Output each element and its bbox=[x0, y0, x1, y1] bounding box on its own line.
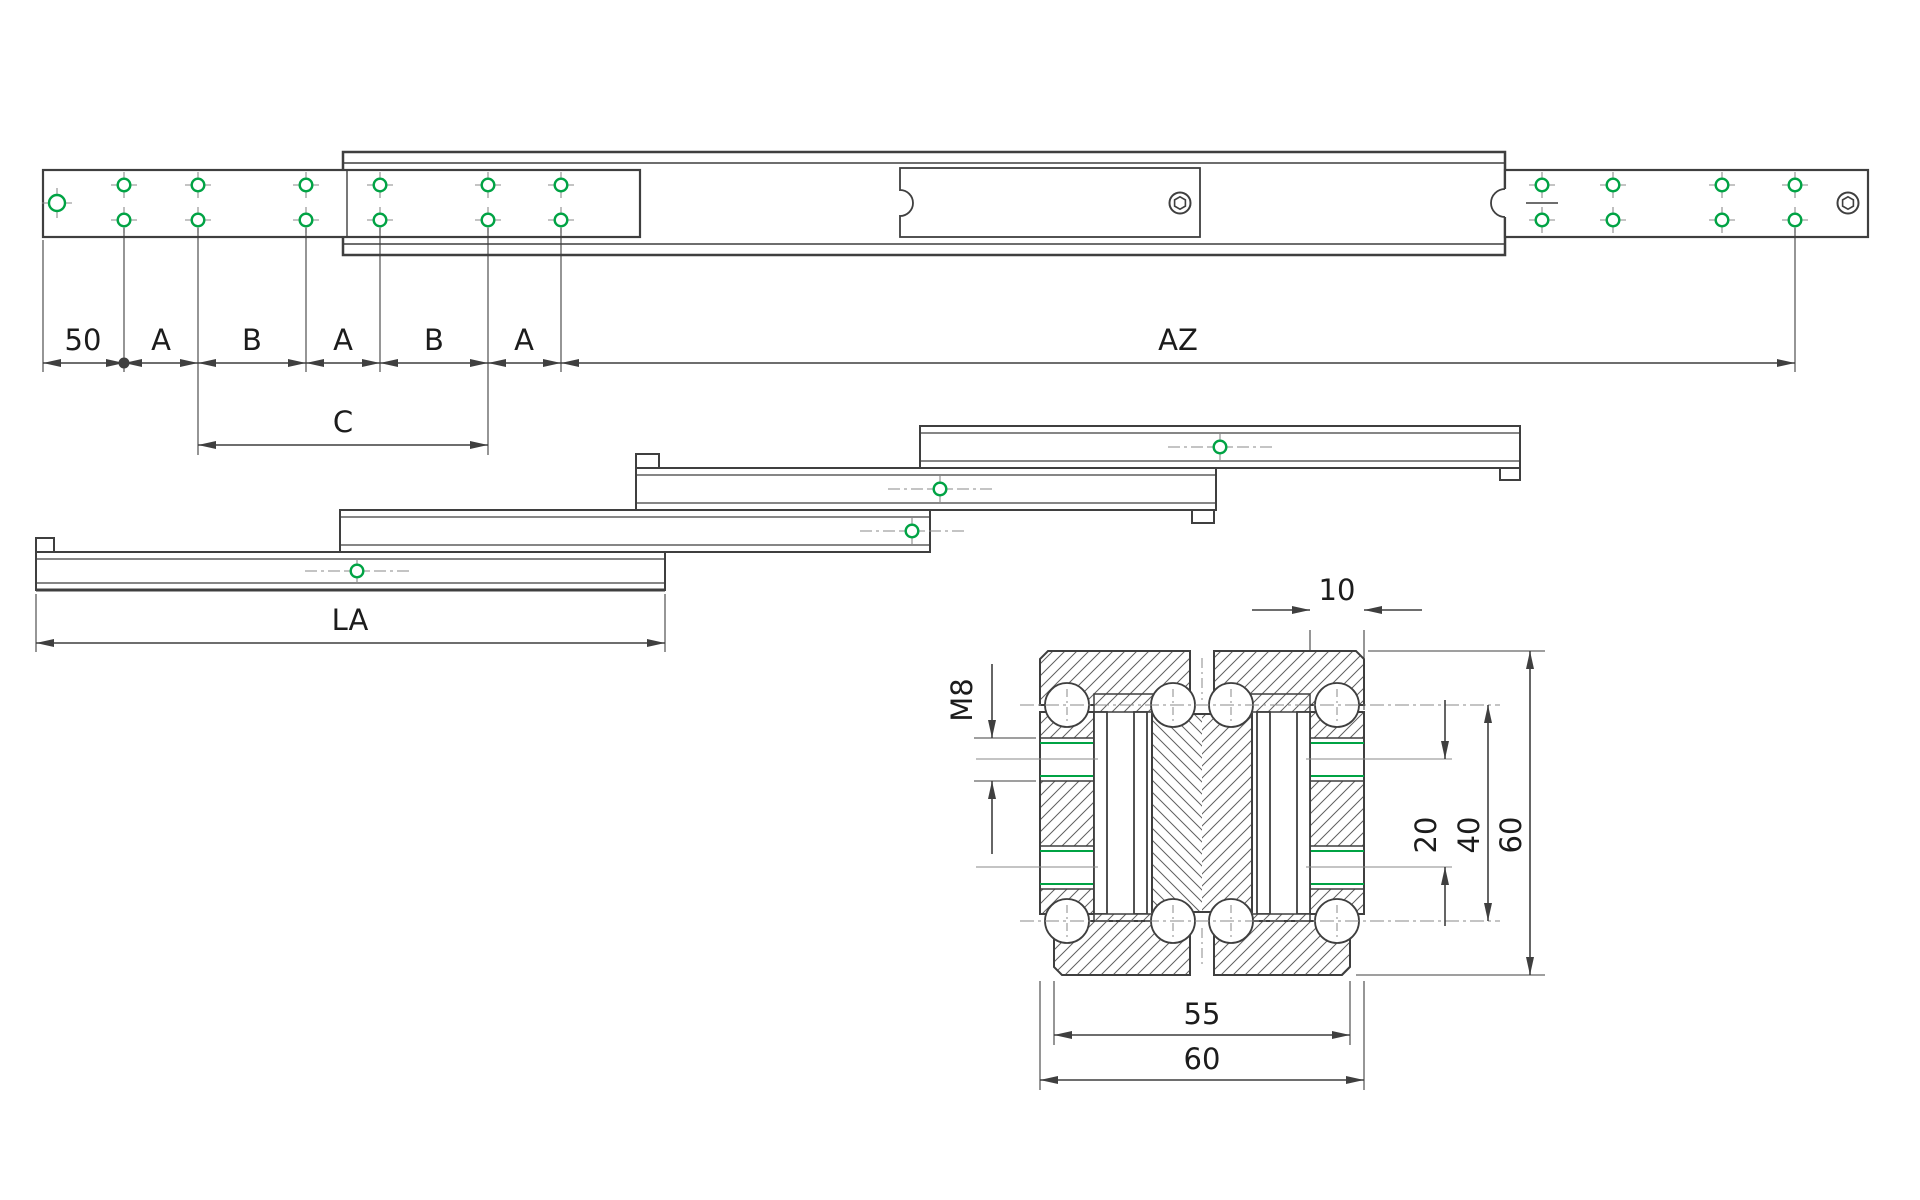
dim-label-b2: B bbox=[424, 323, 444, 357]
reference-point bbox=[118, 357, 130, 369]
housing-window bbox=[899, 167, 1201, 238]
dim-label-m8: M8 bbox=[945, 678, 979, 721]
dim-label-55: 55 bbox=[1184, 997, 1221, 1031]
view-extended-slide: LA bbox=[35, 425, 1521, 652]
housing-end-notch bbox=[1490, 188, 1506, 218]
inner-rail-right bbox=[1503, 168, 1870, 239]
view-cross-section: 10 M8 20 40 60 bbox=[945, 573, 1545, 1090]
section-dim-60-side: 60 bbox=[1356, 650, 1545, 976]
dim-label-az: AZ bbox=[1158, 323, 1198, 357]
section-center-column bbox=[1151, 713, 1253, 913]
window-notch bbox=[899, 189, 914, 217]
dim-label-60-side: 60 bbox=[1494, 817, 1528, 854]
section-dim-10: 10 bbox=[1252, 573, 1422, 710]
dim-label-a3: A bbox=[514, 323, 534, 357]
dim-label-la: LA bbox=[332, 603, 369, 637]
dim-label-40: 40 bbox=[1452, 817, 1486, 854]
view-closed-slide bbox=[41, 150, 1870, 257]
section-dim-40: 40 bbox=[1452, 705, 1492, 921]
dim-label-20: 20 bbox=[1409, 817, 1443, 854]
front-hole bbox=[47, 193, 67, 213]
section-rail-webs bbox=[1093, 711, 1311, 915]
extended-rail-2 bbox=[339, 509, 931, 553]
section-centerlines bbox=[976, 658, 1500, 968]
mounting-rail-left bbox=[41, 168, 642, 239]
section-dim-20: 20 bbox=[1409, 700, 1449, 926]
top-view-dimensions: 50 A B A B A AZ C bbox=[42, 228, 1796, 455]
dim-label-c: C bbox=[333, 405, 353, 439]
section-top-flanges bbox=[1093, 693, 1311, 713]
dim-label-b1: B bbox=[242, 323, 262, 357]
hex-screw-icon bbox=[1836, 191, 1860, 215]
section-dim-55: 55 bbox=[1053, 981, 1351, 1045]
extended-view-dimension: LA bbox=[35, 594, 666, 652]
hex-screw-icon bbox=[1168, 191, 1192, 215]
extended-rail-3 bbox=[635, 453, 1217, 524]
dim-label-10: 10 bbox=[1319, 573, 1356, 607]
dim-label-50: 50 bbox=[65, 323, 102, 357]
section-dim-60-bottom: 60 bbox=[1039, 981, 1365, 1090]
dim-label-60-bottom: 60 bbox=[1184, 1042, 1221, 1076]
dim-label-a1: A bbox=[151, 323, 171, 357]
extended-view-holes bbox=[305, 432, 1272, 586]
dim-label-a2: A bbox=[333, 323, 353, 357]
section-dim-m8: M8 bbox=[945, 664, 1036, 854]
